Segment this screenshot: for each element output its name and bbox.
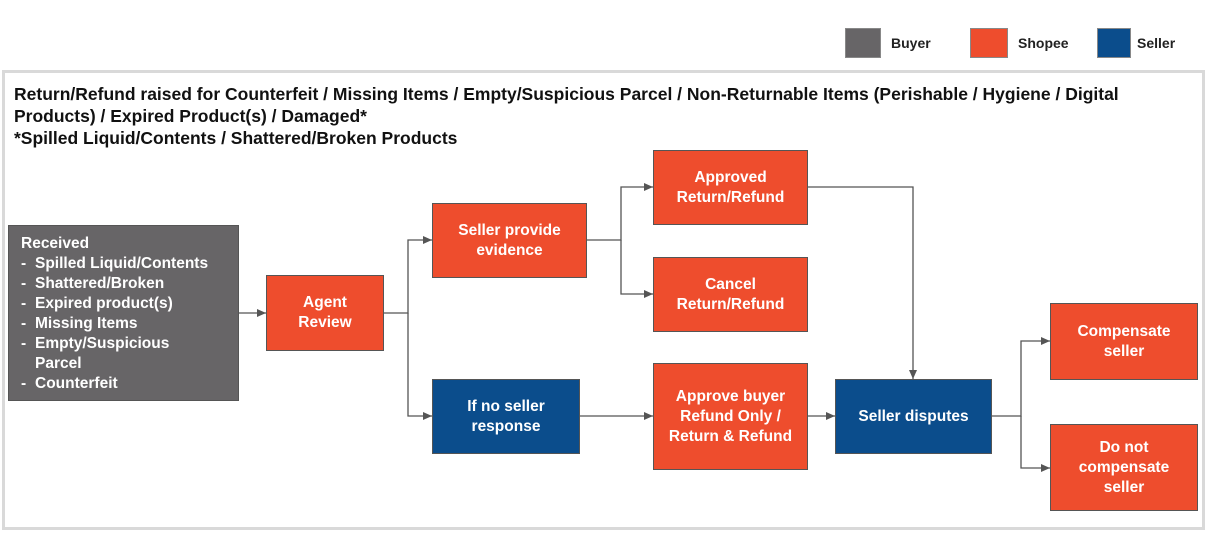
header-line-2: *Spilled Liquid/Contents / Shattered/Bro… (14, 128, 458, 148)
node-seller-provide-evidence: Seller provide evidence (432, 203, 587, 278)
no-seller-response-label: If no seller response (467, 397, 545, 435)
node-compensate-seller: Compensate seller (1050, 303, 1198, 380)
legend-shopee: Shopee (970, 28, 1069, 58)
agent-review-label: Agent Review (298, 294, 352, 331)
node-received: Received Spilled Liquid/Contents Shatter… (8, 225, 239, 401)
legend-swatch-seller (1097, 28, 1131, 58)
seller-disputes-label: Seller disputes (858, 407, 969, 425)
legend-label-seller: Seller (1137, 35, 1176, 51)
node-no-seller-response: If no seller response (432, 379, 580, 454)
node-seller-disputes: Seller disputes (835, 379, 992, 454)
received-list: Spilled Liquid/Contents Shattered/Broken… (21, 254, 208, 394)
received-item: Missing Items (21, 314, 208, 334)
legend-swatch-buyer (845, 28, 881, 58)
seller-provide-evidence-label: Seller provide evidence (458, 221, 561, 259)
received-item: Spilled Liquid/Contents (21, 254, 208, 274)
legend-swatch-shopee (970, 28, 1008, 58)
received-title: Received (21, 235, 90, 252)
node-cancel-return-refund: Cancel Return/Refund (653, 257, 808, 332)
node-approve-buyer-refund: Approve buyer Refund Only / Return & Ref… (653, 363, 808, 470)
received-item: Counterfeit (21, 374, 208, 394)
received-item: Empty/Suspicious Parcel (21, 334, 185, 374)
received-item: Expired product(s) (21, 294, 208, 314)
approve-buyer-refund-label: Approve buyer Refund Only / Return & Ref… (668, 387, 793, 445)
legend-seller: Seller (1097, 28, 1175, 58)
node-do-not-compensate-seller: Do not compensate seller (1050, 424, 1198, 511)
diagram-header: Return/Refund raised for Counterfeit / M… (14, 83, 1199, 149)
node-approved-return-refund: Approved Return/Refund (653, 150, 808, 225)
compensate-seller-label: Compensate seller (1077, 322, 1171, 360)
legend-buyer: Buyer (845, 28, 931, 58)
approved-return-refund-label: Approved Return/Refund (676, 168, 785, 206)
cancel-return-refund-label: Cancel Return/Refund (676, 275, 785, 313)
node-agent-review: Agent Review (266, 275, 384, 351)
received-item: Shattered/Broken (21, 274, 208, 294)
legend-label-shopee: Shopee (1018, 35, 1069, 51)
do-not-compensate-seller-label: Do not compensate seller (1078, 438, 1170, 496)
header-line-1: Return/Refund raised for Counterfeit / M… (14, 84, 1119, 126)
legend-label-buyer: Buyer (891, 35, 931, 51)
